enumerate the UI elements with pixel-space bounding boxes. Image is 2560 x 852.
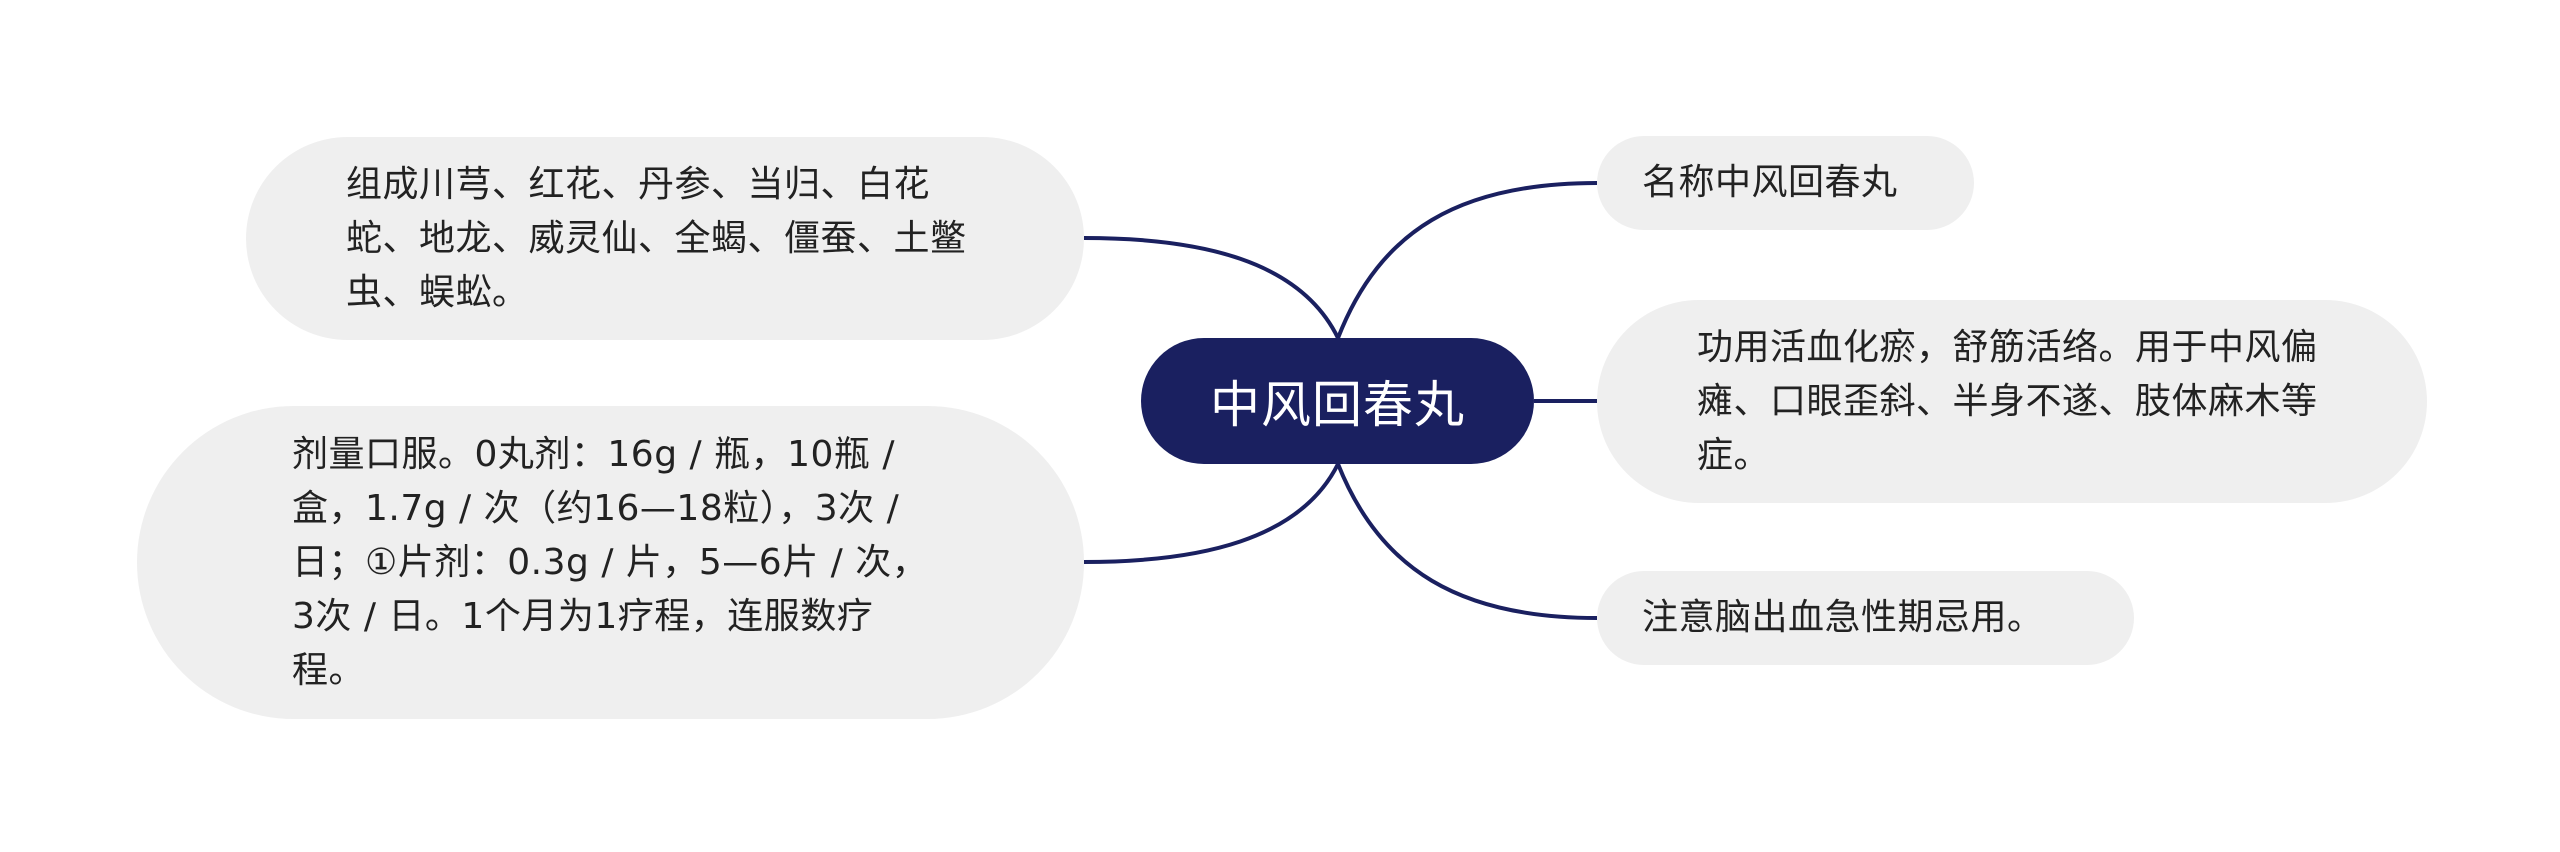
node-dosage[interactable]: 剂量口服。0丸剂：16g / 瓶，10瓶 / 盒，1.7g / 次（约16—18… <box>137 406 1084 719</box>
node-name-text: 名称中风回春丸 <box>1642 162 1898 203</box>
root-node[interactable]: 中风回春丸 <box>1141 338 1534 464</box>
edge-caution <box>1336 463 1598 620</box>
node-function[interactable]: 功用活血化瘀，舒筋活络。用于中风偏瘫、口眼歪斜、半身不遂、肢体麻木等症。 <box>1597 300 2427 503</box>
node-caution[interactable]: 注意脑出血急性期忌用。 <box>1597 571 2134 665</box>
root-label: 中风回春丸 <box>1210 376 1465 434</box>
node-composition[interactable]: 组成川芎、红花、丹参、当归、白花蛇、地龙、威灵仙、全蝎、僵蚕、土鳖虫、蜈蚣。 <box>246 137 1084 340</box>
node-function-text: 功用活血化瘀，舒筋活络。用于中风偏瘫、口眼歪斜、半身不遂、肢体麻木等症。 <box>1697 326 2318 476</box>
node-composition-text: 组成川芎、红花、丹参、当归、白花蛇、地龙、威灵仙、全蝎、僵蚕、土鳖虫、蜈蚣。 <box>346 163 967 313</box>
node-caution-text: 注意脑出血急性期忌用。 <box>1642 597 2044 638</box>
edge-name <box>1336 181 1598 339</box>
node-name[interactable]: 名称中风回春丸 <box>1597 136 1974 230</box>
node-dosage-text: 剂量口服。0丸剂：16g / 瓶，10瓶 / 盒，1.7g / 次（约16—18… <box>292 433 929 691</box>
edge-composition <box>1083 236 1340 339</box>
edge-dosage <box>1083 463 1340 564</box>
